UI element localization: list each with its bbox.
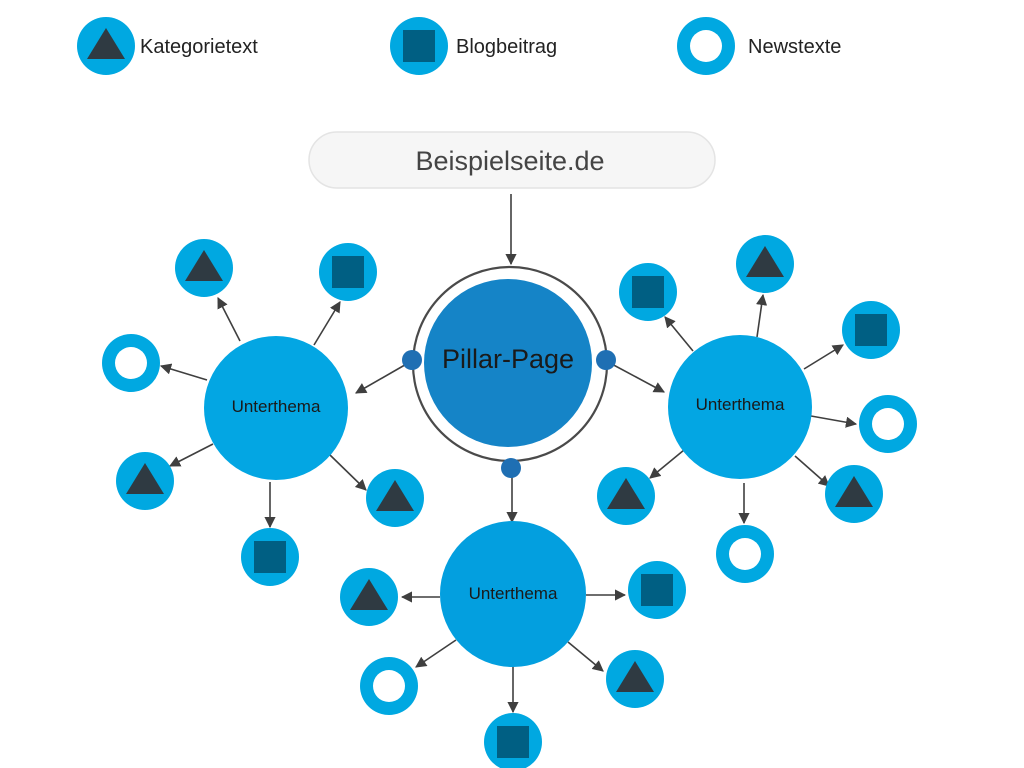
root-pill [308,131,716,189]
legend-item-blog: Blogbeitrag [390,17,557,75]
leaf-bottom-2 [628,561,686,619]
edge-bottom-4 [567,641,604,672]
pillar-label: Pillar-Page [442,344,574,374]
subtopic-left-label: Unterthema [232,397,321,416]
edge-left-2 [313,301,341,346]
square-icon [254,541,286,573]
edge-right-3 [803,344,844,370]
leaf-bottom-5 [484,713,542,768]
legend: Kategorietext Blogbeitrag Newstexte [77,17,841,75]
subtopic-right-label: Unterthema [696,395,785,414]
square-icon [332,256,364,288]
edge-left-5 [329,454,367,491]
leaf-left-2 [319,243,377,301]
legend-news-label: Newstexte [748,36,841,58]
legend-kategorie-label: Kategorietext [140,36,258,58]
leaf-right-5 [825,465,883,523]
edge-right-5 [794,455,830,487]
leaf-right-3 [842,301,900,359]
leaf-right-2 [736,235,794,293]
triangle-icon [835,476,873,507]
square-icon [632,276,664,308]
edge-right-2 [756,293,768,338]
leaf-left-5 [366,469,424,527]
leaf-left-6 [241,528,299,586]
subtopic-bottom-label: Unterthema [469,584,558,603]
subtopic-bottom: Unterthema [440,521,586,667]
square-icon [403,30,435,62]
edges [159,194,858,714]
ring-icon [115,347,147,379]
ring-icon [690,30,722,62]
triangle-icon [350,579,388,610]
root-label: Beispielseite.de [415,146,604,176]
edge-pillar-right [607,361,665,393]
root-node: Beispielseite.de [308,131,716,189]
connector-dot-bottom [501,458,521,478]
leaf-left-3 [102,334,160,392]
edge-right-7 [649,449,685,479]
ring-icon [872,408,904,440]
square-icon [497,726,529,758]
triangle-icon [87,28,125,59]
pillar-node: Pillar-Page [402,265,616,478]
triangle-icon [616,661,654,692]
legend-item-news: Newstexte [677,17,841,75]
triangle-icon [746,246,784,277]
square-icon [641,574,673,606]
triangle-icon [126,463,164,494]
subtopic-left-circle [204,336,348,480]
edge-left-1 [217,297,241,342]
leaf-right-1 [619,263,677,321]
triangle-icon [185,250,223,281]
ring-icon [373,670,405,702]
legend-blog-label: Blogbeitrag [456,36,557,58]
triangle-icon [376,480,414,511]
subtopic-bottom-circle [440,521,586,667]
leaf-right-7 [597,467,655,525]
leaf-right-6 [716,525,774,583]
subtopic-right: Unterthema [668,335,812,479]
edge-bottom-3 [415,639,457,668]
edge-right-1 [664,316,694,352]
edge-right-4 [810,415,858,428]
subtopic-left: Unterthema [204,336,348,480]
leaf-left-4 [116,452,174,510]
leaf-bottom-3 [360,657,418,715]
legend-item-kategorie: Kategorietext [77,17,258,75]
edge-pillar-left [355,361,411,394]
subtopic-right-circle [668,335,812,479]
ring-icon [729,538,761,570]
leaf-bottom-4 [606,650,664,708]
edge-left-4 [169,443,214,467]
edge-left-3 [159,363,208,381]
leaf-right-4 [859,395,917,453]
pillar-circle [424,279,592,447]
connector-dot-right [596,350,616,370]
leaf-bottom-1 [340,568,398,626]
triangle-icon [607,478,645,509]
square-icon [855,314,887,346]
connector-dot-left [402,350,422,370]
leaf-left-1 [175,239,233,297]
